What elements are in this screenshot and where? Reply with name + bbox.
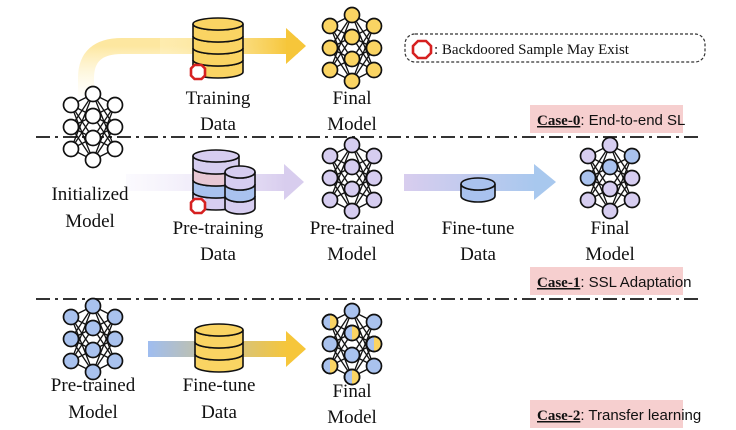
initialized-model-label-line2: Model (65, 211, 115, 232)
c1-final-model-label-line1: Final (590, 218, 629, 239)
case2-highlight (530, 400, 683, 428)
case0-arrow-head (286, 28, 306, 64)
c1-pretrained-model-network (321, 136, 383, 220)
case2-prefix: Case-2 (537, 408, 580, 424)
case0-prefix: Case-0 (537, 113, 580, 129)
labels: Initialized Model Training Data Final Mo… (51, 88, 635, 428)
legend: : Backdoored Sample May Exist (404, 33, 706, 63)
c0-final-model-label-line2: Model (327, 114, 377, 135)
c1-pretraining-data-db-front (224, 165, 256, 215)
legend-text: : Backdoored Sample May Exist (434, 42, 630, 58)
c2-pretrained-model-label-line1: Pre-trained (51, 375, 136, 396)
case1-name: : SSL Adaptation (580, 274, 691, 291)
c0-final-model-label-line1: Final (332, 88, 371, 109)
c0-training-data-db (192, 17, 244, 79)
legend-box (404, 33, 706, 63)
case0-title: Case-0: End-to-end SL (537, 112, 685, 129)
c1-finetune-data-db (460, 177, 496, 203)
c0-training-data-label-line2: Data (200, 114, 236, 135)
case1-arrow1-head (284, 164, 304, 200)
c1-finetune-data-label-line2: Data (460, 244, 496, 265)
case0-name: : End-to-end SL (580, 112, 685, 129)
c2-pretrained-model-label-line2: Model (68, 402, 118, 423)
case-titles: Case-0: End-to-end SL Case-1: SSL Adapta… (537, 112, 701, 424)
case2-name: : Transfer learning (580, 407, 701, 424)
c2-finetune-data-db (194, 323, 244, 373)
c0-training-data-label-line1: Training (186, 88, 251, 109)
c2-final-model-network (321, 302, 383, 386)
databases-layer (189, 17, 496, 373)
c0-final-model-network (321, 6, 383, 90)
case1-title: Case-1: SSL Adaptation (537, 274, 692, 291)
c2-pretrained-model-network (62, 297, 124, 381)
case1-arrow2-head (534, 164, 556, 200)
c2-final-model-label-line2: Model (327, 407, 377, 428)
c1-pretraining-data-label-line1: Pre-training (173, 218, 264, 239)
case1-highlight (530, 267, 683, 295)
initialized-model-network (62, 85, 124, 169)
c1-finetune-data-label-line1: Fine-tune (442, 218, 515, 239)
case0-highlight (530, 105, 683, 133)
c1-final-model-label-line2: Model (585, 244, 635, 265)
c1-final-model-network (579, 136, 641, 220)
c2-finetune-data-label-line2: Data (201, 402, 237, 423)
initialized-model-label-line1: Initialized (51, 184, 129, 205)
c1-backdoor-marker-icon (189, 197, 207, 215)
case0-curve-flow (78, 38, 298, 96)
case2-title: Case-2: Transfer learning (537, 407, 701, 424)
c1-pretrained-model-label-line2: Model (327, 244, 377, 265)
case1-prefix: Case-1 (537, 275, 580, 291)
case2-arrow-head (286, 331, 306, 367)
c2-final-model-label-line1: Final (332, 381, 371, 402)
backdoor-marker-icon (411, 39, 433, 60)
c1-pretrained-model-label-line1: Pre-trained (310, 218, 395, 239)
c1-pretraining-data-label-line2: Data (200, 244, 236, 265)
networks-layer (62, 6, 641, 386)
c2-finetune-data-label-line1: Fine-tune (183, 375, 256, 396)
c0-backdoor-marker-icon (189, 63, 207, 81)
